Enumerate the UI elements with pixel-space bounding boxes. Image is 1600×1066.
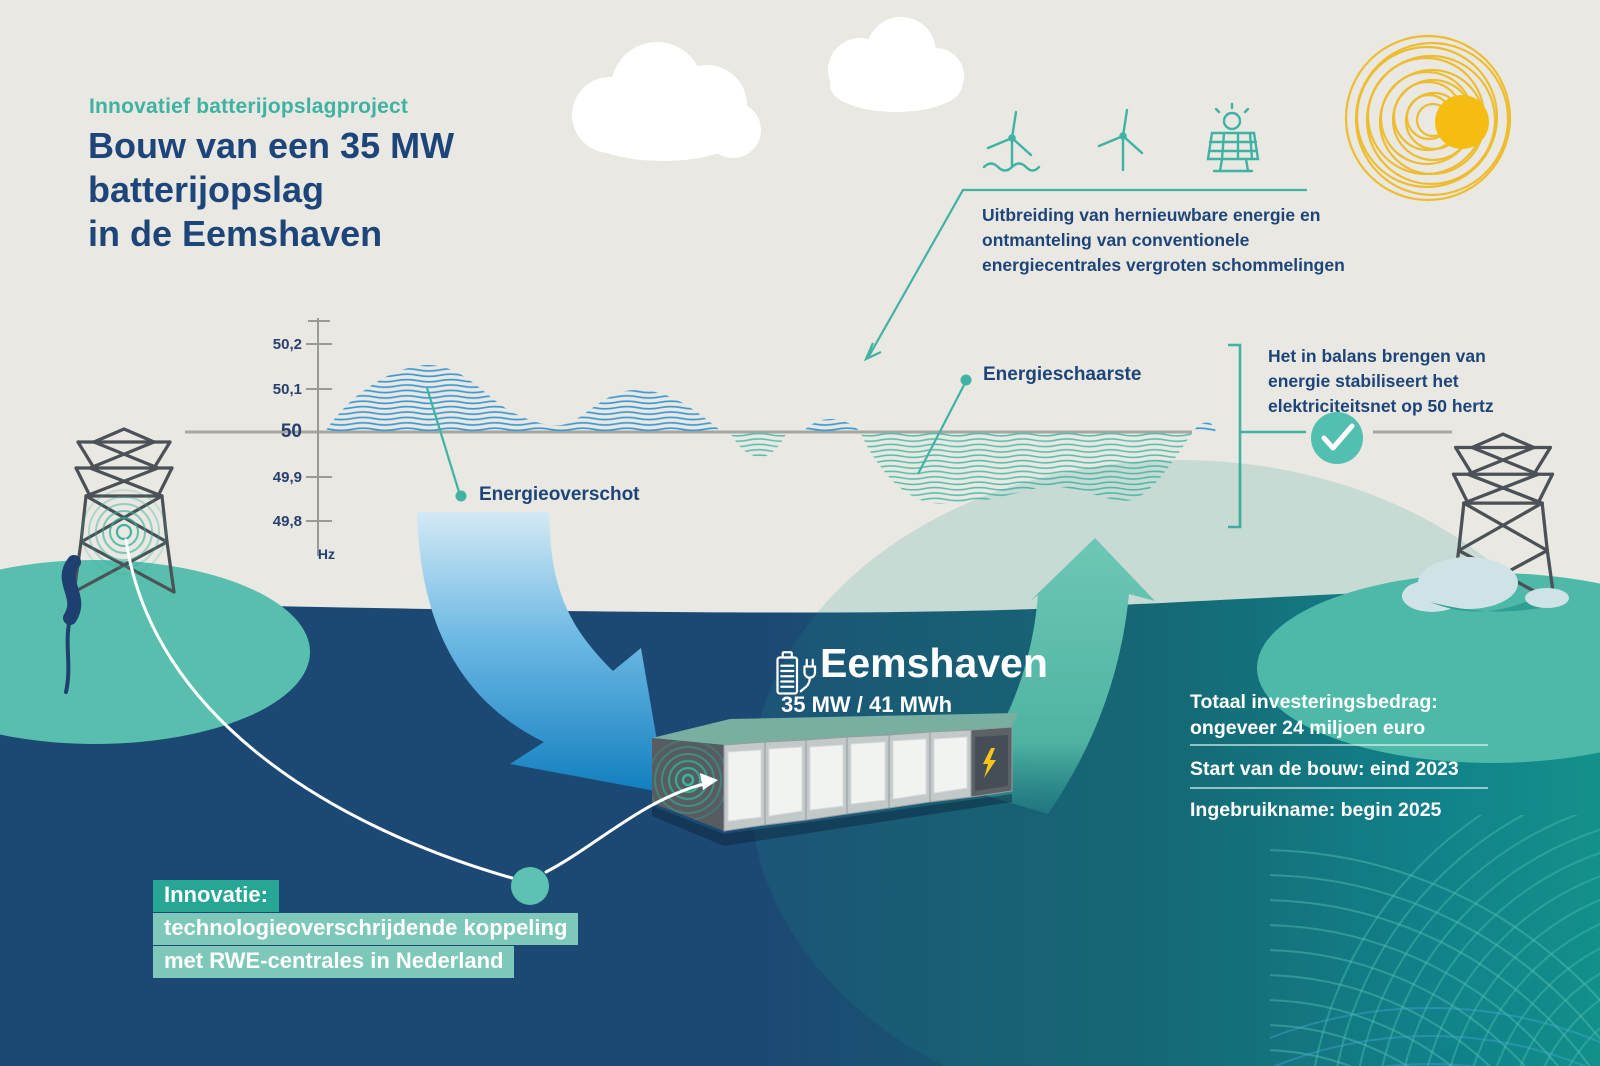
container-top-face <box>652 713 1018 745</box>
solar-panel-icon <box>1206 102 1260 173</box>
sun-icon <box>1344 34 1512 202</box>
balance-bracket <box>1228 343 1306 529</box>
battery-plug-icon <box>776 651 817 695</box>
container-shadow <box>652 794 1012 846</box>
site-capacity: 35 MW / 41 MWh <box>781 692 953 717</box>
fact-divider <box>1190 744 1488 746</box>
page-title: Bouw van een 35 MW batterijopslag in de … <box>88 124 454 256</box>
y-tick-50-2: 50,2 <box>272 336 302 353</box>
surplus-charge-arrow <box>417 512 666 793</box>
shortage-leader-line <box>917 374 972 475</box>
y-axis-unit: Hz <box>317 546 335 562</box>
signal-waves-icon <box>81 489 167 575</box>
innovation-heading: Innovatie: <box>153 880 279 912</box>
chart-axis-ticks <box>306 320 332 522</box>
bush-decor <box>1402 557 1569 612</box>
wind-turbine-icon <box>1097 108 1144 172</box>
y-tick-50-1: 50,1 <box>272 381 302 398</box>
renewables-leader-line <box>863 188 1307 362</box>
title-line-2: batterijopslag <box>88 168 325 210</box>
y-tick-49-9: 49,9 <box>272 469 302 486</box>
fact-construction: Start van de bouw: eind 2023 <box>1190 758 1459 780</box>
balance-note: Het in balans brengen van energie stabil… <box>1268 346 1494 416</box>
frequency-chart <box>185 188 1452 556</box>
right-hill <box>1257 573 1600 763</box>
plant-decor <box>61 555 82 694</box>
cloud-icon <box>572 42 761 161</box>
cloud-icon <box>828 17 964 112</box>
innovation-line-3: met RWE-centrales in Nederland <box>153 946 515 978</box>
y-tick-50: 50 <box>280 421 302 442</box>
kicker: Innovatief batterijopslagproject <box>89 95 409 118</box>
title-line-3: in de Eemshaven <box>88 212 383 254</box>
offshore-wind-turbine-icon <box>982 110 1041 172</box>
battery-container <box>652 713 1018 846</box>
surplus-label: Energieoverschot <box>479 484 640 505</box>
title-line-1: Bouw van een 35 MW <box>88 125 455 166</box>
sun-core <box>1435 95 1489 149</box>
sea-background <box>0 584 1600 1066</box>
checkmark-icon <box>1311 412 1363 464</box>
connection-arrowhead <box>700 773 718 790</box>
shortage-label: Energieschaarste <box>983 364 1142 385</box>
innovation-node <box>511 867 549 905</box>
site-name: Eemshaven <box>820 640 1048 686</box>
shortage-wave-areas <box>730 432 1193 505</box>
surplus-leader-line <box>425 387 467 502</box>
corner-line-texture <box>1270 815 1600 1066</box>
y-tick-49-8: 49,8 <box>272 513 302 530</box>
container-doors <box>727 736 968 822</box>
innovation-line-2: technologieoverschrijdende koppeling <box>153 913 579 945</box>
fact-divider <box>1190 787 1488 789</box>
fact-commissioning: Ingebruikname: begin 2025 <box>1190 799 1442 821</box>
fact-investment: Totaal investeringsbedrag: ongeveer 24 m… <box>1190 691 1438 739</box>
renewables-note: Uitbreiding van hernieuwbare energie en … <box>982 205 1345 275</box>
surplus-wave-areas <box>325 365 1216 432</box>
lightning-bolt-icon <box>983 748 996 778</box>
grid-connection-line <box>124 538 706 880</box>
